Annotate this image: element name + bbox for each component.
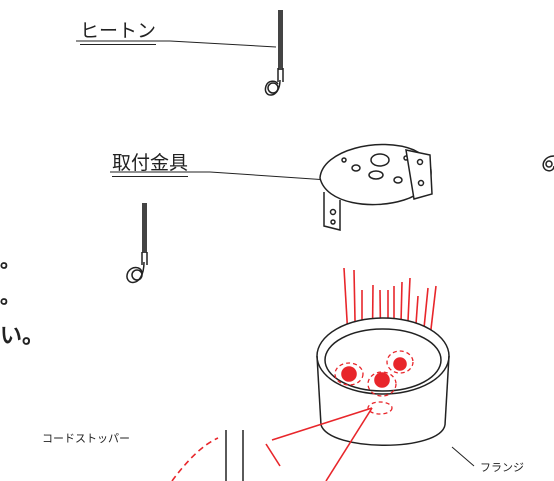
bracket-leader-diag	[209, 171, 329, 181]
eye-hook-right-partial	[542, 155, 554, 172]
flange-leader	[451, 446, 475, 467]
bracket-label: 取付金具	[112, 148, 189, 177]
knot-highlight-circles	[334, 350, 414, 415]
edge-text-line-1: 。	[0, 248, 20, 272]
edge-text-line-2: 。	[0, 284, 20, 308]
cord-stopper-label: コードストッパー	[42, 432, 130, 445]
mounting-bracket	[319, 143, 433, 231]
cord-stopper-detail	[225, 430, 244, 481]
cord-stopper-callout	[171, 407, 373, 481]
edge-text-line-3: い。	[0, 324, 45, 349]
heaton-leader-diag	[169, 40, 277, 48]
eye-hook-top	[264, 10, 284, 96]
cord-knots	[341, 357, 407, 388]
heaton-label: ヒートン	[80, 16, 157, 45]
eye-hook-left	[126, 203, 148, 284]
flange-label: フランジ	[480, 461, 524, 474]
